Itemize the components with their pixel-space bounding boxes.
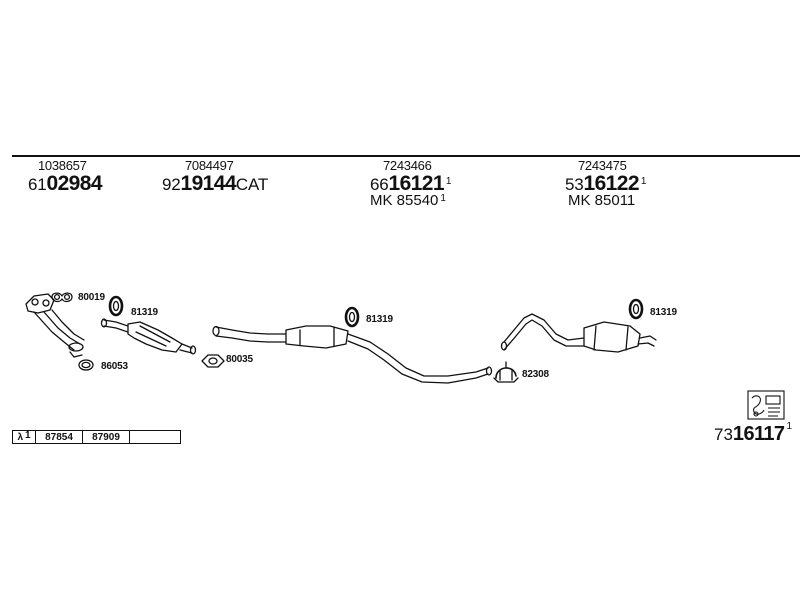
front-pipe-drawing[interactable]: [25, 293, 85, 358]
header-rule: [12, 155, 800, 157]
callout-81319-c: 81319: [650, 307, 677, 318]
gasket-80019-drawing[interactable]: [51, 292, 73, 303]
callout-82308: 82308: [522, 369, 549, 380]
middle-silencer-drawing[interactable]: [212, 325, 493, 384]
callout-80035: 80035: [226, 354, 253, 365]
clamp-82308-drawing[interactable]: [493, 361, 519, 383]
part-3-code: 7243466: [383, 158, 432, 173]
part-2-number[interactable]: 9219144CAT: [162, 172, 269, 195]
accessory-cell-3: [129, 430, 181, 444]
info-symbol-icon: [747, 390, 785, 420]
rubber-hanger-81319-a-drawing[interactable]: [108, 295, 124, 317]
callout-86053: 86053: [101, 361, 128, 372]
gasket-86053-drawing[interactable]: [78, 359, 94, 371]
rubber-hanger-81319-b-drawing[interactable]: [344, 306, 360, 328]
gasket-80035-drawing[interactable]: [201, 354, 225, 368]
catalytic-converter-drawing[interactable]: [100, 318, 197, 355]
accessory-cell-2[interactable]: 87909: [82, 430, 130, 444]
rear-silencer-drawing[interactable]: [500, 313, 657, 353]
part-2-code: 7084497: [185, 158, 234, 173]
accessory-cell-1[interactable]: 87854: [35, 430, 83, 444]
part-4-mk: MK 85011: [568, 192, 636, 209]
part-1-number[interactable]: 6102984: [28, 172, 103, 195]
callout-81319-b: 81319: [366, 314, 393, 325]
part-4-code: 7243475: [578, 158, 627, 173]
callout-81319-a: 81319: [131, 307, 158, 318]
rubber-hanger-81319-c-drawing[interactable]: [628, 298, 644, 320]
part-1-code: 1038657: [38, 158, 87, 173]
callout-80019: 80019: [78, 292, 105, 303]
